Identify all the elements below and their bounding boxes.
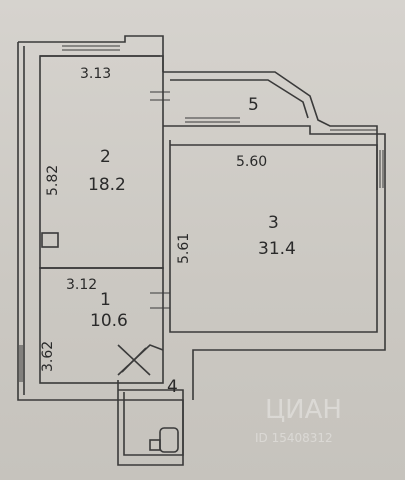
balcony-outline: [163, 71, 378, 190]
room-5-number: 5: [248, 95, 259, 115]
room-2-area: 18.2: [88, 175, 126, 195]
dim-room1-side: 3.62: [40, 341, 56, 372]
bath-outline: [118, 389, 184, 456]
room-1-outline: [39, 267, 164, 384]
entry-diagonal: [117, 344, 164, 376]
room-1-area: 10.6: [90, 311, 128, 331]
watermark-brand: ЦИАН: [265, 395, 342, 425]
room-4-number: 4: [167, 377, 178, 397]
dim-room3-side: 5.61: [176, 233, 192, 264]
outer-wall-left: [17, 42, 184, 466]
room-3-outer: [163, 125, 386, 400]
room-3-outline: [169, 140, 378, 333]
sink-icon: [41, 232, 59, 248]
wall-room2-top: [18, 35, 164, 72]
bath-sink-icon: [149, 439, 161, 451]
window-hatching: [19, 45, 384, 382]
room-3-number: 3: [268, 213, 279, 233]
dim-room1-top: 3.12: [66, 277, 97, 293]
watermark-id: ID 15408312: [255, 431, 333, 445]
balcony-inner: [170, 79, 309, 119]
dim-room3-top: 5.60: [236, 154, 267, 170]
room-2-number: 2: [100, 147, 111, 167]
toilet-icon: [159, 427, 179, 453]
room-1-number: 1: [100, 290, 111, 310]
entry-cross-2: [121, 347, 147, 373]
dim-room2-side: 5.82: [45, 165, 61, 196]
dim-room2-top: 3.13: [80, 66, 111, 82]
room-3-area: 31.4: [258, 239, 296, 259]
